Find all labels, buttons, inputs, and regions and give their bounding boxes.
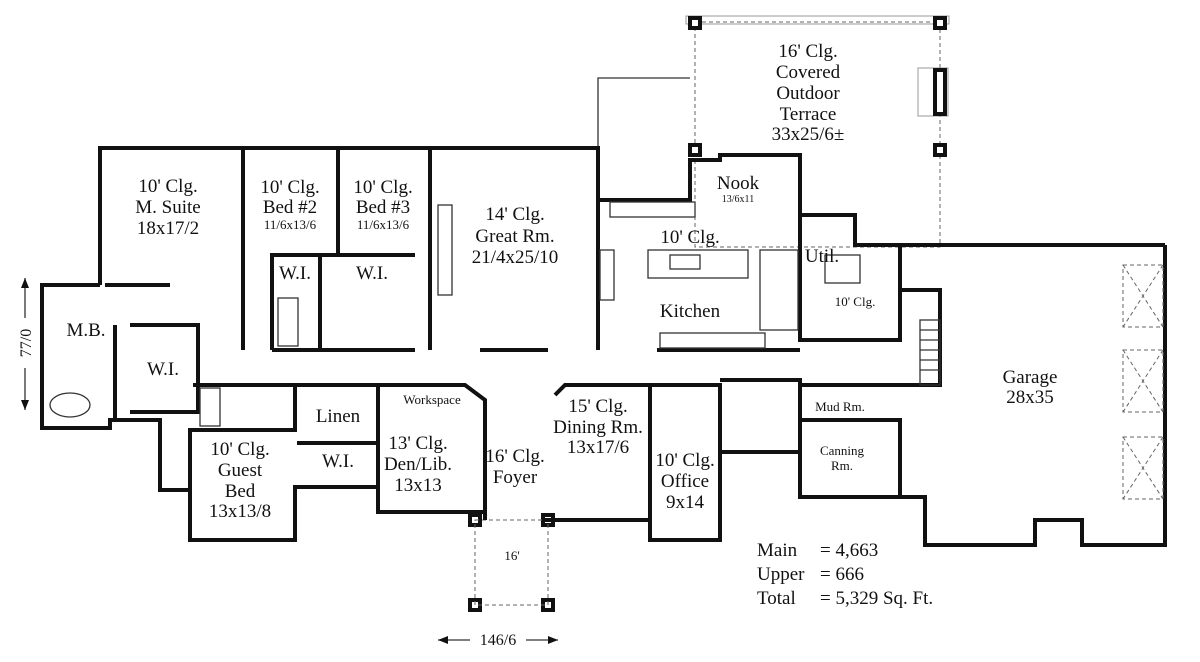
svg-text:Bed: Bed	[225, 481, 256, 502]
svg-text:Bed #2: Bed #2	[263, 197, 317, 218]
svg-text:15' Clg.: 15' Clg.	[568, 396, 627, 417]
svg-text:16' Clg.: 16' Clg.	[778, 41, 837, 62]
svg-text:Nook: Nook	[717, 173, 760, 194]
svg-text:Upper: Upper	[757, 564, 805, 585]
room-label-m-suite: 10' Clg. M. Suite 18x17/2	[135, 176, 200, 239]
svg-text:13' Clg.: 13' Clg.	[388, 433, 447, 454]
svg-text:Dining Rm.: Dining Rm.	[553, 417, 643, 438]
svg-text:16' Clg.: 16' Clg.	[485, 446, 544, 467]
room-label-mud-room: Mud Rm.	[815, 399, 865, 414]
room-label-guest-bed: 10' Clg. Guest Bed 13x13/8	[209, 439, 271, 522]
fixtures	[49, 201, 1164, 500]
svg-text:10' Clg.: 10' Clg.	[260, 177, 319, 198]
room-label-den: 13' Clg. Den/Lib. 13x13	[384, 433, 452, 496]
stairs	[920, 329, 940, 371]
room-label-master-closet: W.I.	[147, 359, 179, 380]
svg-text:Main: Main	[757, 540, 798, 561]
svg-text:11/6x13/6: 11/6x13/6	[357, 217, 410, 232]
svg-text:13x13: 13x13	[394, 475, 442, 496]
room-label-nook: Nook 13/6x11	[717, 173, 760, 205]
svg-text:10' Clg.: 10' Clg.	[138, 176, 197, 197]
svg-text:= 5,329 Sq. Ft.: = 5,329 Sq. Ft.	[820, 588, 933, 609]
svg-text:10' Clg.: 10' Clg.	[353, 177, 412, 198]
svg-text:9x14: 9x14	[666, 492, 705, 513]
svg-text:10' Clg.: 10' Clg.	[210, 439, 269, 460]
svg-text:14' Clg.: 14' Clg.	[485, 204, 544, 225]
room-label-great-room: 14' Clg. Great Rm. 21/4x25/10	[472, 204, 559, 268]
svg-text:Bed #3: Bed #3	[356, 197, 410, 218]
svg-text:146/6: 146/6	[480, 632, 516, 649]
svg-text:Guest: Guest	[218, 460, 263, 481]
svg-text:10' Clg.: 10' Clg.	[660, 227, 719, 248]
room-label-workspace: Workspace	[403, 392, 461, 407]
svg-text:13/6x11: 13/6x11	[722, 194, 754, 205]
svg-text:10' Clg.: 10' Clg.	[655, 450, 714, 471]
svg-text:10' Clg.: 10' Clg.	[835, 294, 876, 309]
svg-text:33x25/6±: 33x25/6±	[772, 124, 845, 145]
svg-text:18x17/2: 18x17/2	[137, 218, 199, 239]
svg-text:= 666: = 666	[820, 564, 864, 585]
svg-text:28x35: 28x35	[1006, 387, 1054, 408]
svg-text:M. Suite: M. Suite	[135, 197, 200, 218]
room-label-terrace: 16' Clg. Covered Outdoor Terrace 33x25/6…	[772, 41, 845, 145]
svg-text:Terrace: Terrace	[780, 104, 837, 125]
front-porch	[474, 519, 549, 606]
svg-text:Great Rm.: Great Rm.	[475, 226, 554, 247]
room-label-canning: Canning Rm.	[820, 443, 865, 473]
room-label-foyer: 16' Clg. Foyer	[485, 446, 544, 488]
svg-text:Util.: Util.	[805, 246, 839, 267]
room-label-linen: Linen	[316, 406, 361, 427]
svg-text:13x13/8: 13x13/8	[209, 501, 271, 522]
garage-doors	[1122, 264, 1164, 500]
svg-text:13x17/6: 13x17/6	[567, 437, 629, 458]
exterior-walls	[40, 146, 1167, 547]
room-label-office: 10' Clg. Office 9x14	[655, 450, 714, 513]
svg-text:Kitchen: Kitchen	[660, 301, 721, 322]
svg-text:Outdoor: Outdoor	[776, 83, 840, 104]
room-label-bed2-closet: W.I.	[279, 263, 311, 284]
svg-text:Canning: Canning	[820, 443, 865, 458]
area-summary: Main = 4,663 Upper = 666 Total = 5,329 S…	[757, 540, 933, 609]
svg-text:77/0: 77/0	[18, 329, 35, 357]
room-label-dining: 15' Clg. Dining Rm. 13x17/6	[553, 396, 643, 458]
depth-dimension: 77/0	[16, 278, 35, 410]
room-label-guest-closet: W.I.	[322, 451, 354, 472]
svg-text:Covered: Covered	[776, 62, 841, 83]
svg-text:Foyer: Foyer	[493, 467, 538, 488]
porch-dimension: 16'	[504, 548, 519, 563]
room-label-bed-2: 10' Clg. Bed #2 11/6x13/6	[260, 177, 319, 232]
svg-text:Rm.: Rm.	[831, 458, 853, 473]
svg-text:Den/Lib.: Den/Lib.	[384, 454, 452, 475]
svg-text:Office: Office	[661, 471, 709, 492]
width-dimension: 146/6	[438, 630, 558, 649]
svg-text:Garage: Garage	[1003, 367, 1058, 388]
svg-text:= 4,663: = 4,663	[820, 540, 878, 561]
room-label-bed3-closet: W.I.	[356, 263, 388, 284]
room-label-master-bath: M.B.	[66, 320, 105, 341]
interior-walls	[105, 148, 942, 520]
room-label-kitchen: 10' Clg. Kitchen	[660, 227, 721, 322]
room-label-bed-3: 10' Clg. Bed #3 11/6x13/6	[353, 177, 412, 232]
room-label-garage: Garage 28x35	[1003, 367, 1058, 408]
covered-terrace	[597, 15, 950, 248]
svg-text:11/6x13/6: 11/6x13/6	[264, 217, 317, 232]
svg-text:Total: Total	[757, 588, 796, 609]
room-label-util: Util. 10' Clg.	[805, 246, 875, 309]
svg-text:21/4x25/10: 21/4x25/10	[472, 247, 559, 268]
